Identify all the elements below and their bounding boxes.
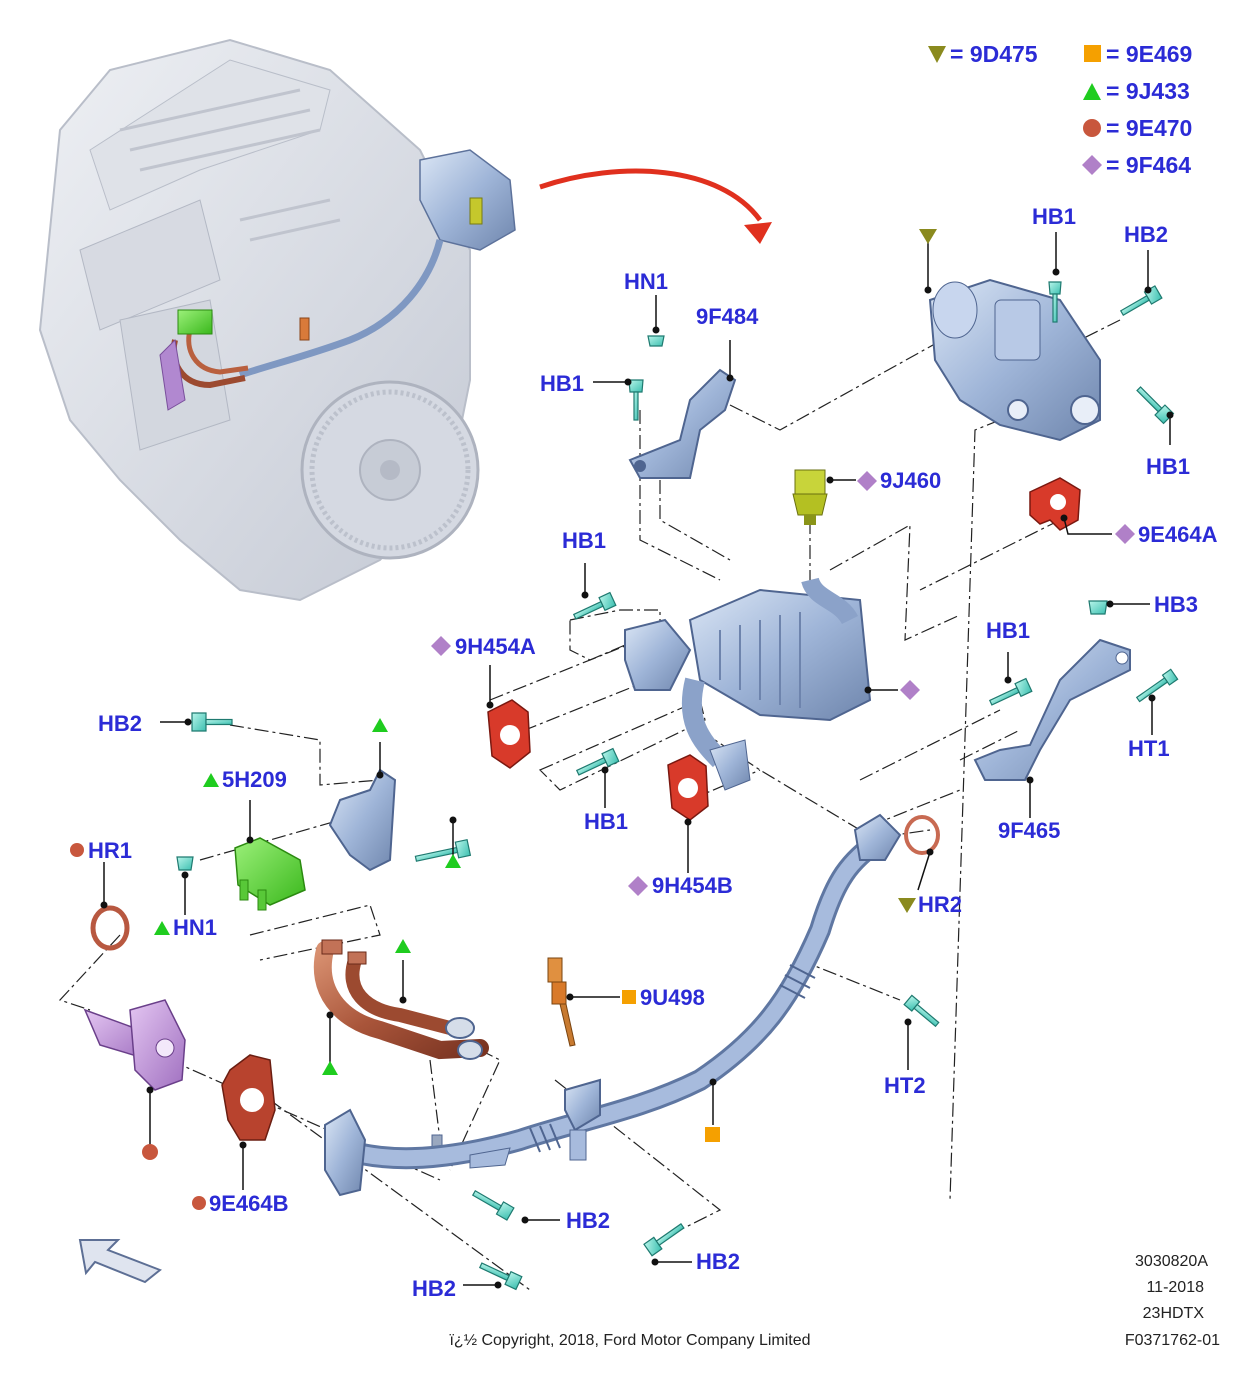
callout-9e464b: 9E464B (209, 1191, 289, 1216)
egr-valve-9d475 (928, 278, 1101, 442)
up-triangle-marker-4 (322, 1061, 338, 1075)
callout-hb1: HB1 (584, 809, 628, 834)
o-ring-hr2 (904, 815, 940, 855)
callout-hb1: HB1 (540, 371, 584, 396)
leader-dots (100, 268, 1174, 1289)
legend-item-9d475: = 9D475 (928, 41, 1038, 67)
square-marker (705, 1127, 720, 1142)
legend-item-9e470: = 9E470 (1083, 115, 1192, 141)
callout-labels: HB1 HB2 HN1 9F484 HB1 HB1 9J460 9E464A H… (70, 204, 1218, 1301)
sensor-9u498 (547, 957, 576, 1047)
callout-hb2: HB2 (412, 1276, 456, 1301)
callout-5h209: 5H209 (222, 767, 287, 792)
callout-hn1: HN1 (173, 915, 217, 940)
circle-marker (142, 1144, 158, 1160)
callout-hb2: HB2 (98, 711, 142, 736)
legend-text: = 9J433 (1106, 78, 1190, 104)
callout-hb1: HB1 (986, 618, 1030, 643)
front-view-arrow-icon (78, 1239, 162, 1284)
callout-hb3: HB3 (1154, 592, 1198, 617)
marker-symbols (142, 229, 937, 1160)
callout-hb1: HB1 (1146, 454, 1190, 479)
callout-9u498: 9U498 (640, 985, 705, 1010)
callout-9e464a: 9E464A (1138, 522, 1218, 547)
footer-info: 3030820A 11-2018 23HDTX F0371762-01 ï¿½ … (449, 1253, 1220, 1349)
callout-hb2: HB2 (1124, 222, 1168, 247)
legend-text: = 9E469 (1106, 41, 1192, 67)
fasteners (176, 281, 1179, 1291)
leader-lines (103, 232, 1171, 1286)
bracket-9f484 (628, 368, 737, 479)
callout-9j460: 9J460 (880, 468, 941, 493)
callout-hb1: HB1 (1032, 204, 1076, 229)
diamond-marker (900, 680, 920, 700)
egr-tube (324, 813, 902, 1197)
copyright-notice: ï¿½ Copyright, 2018, Ford Motor Company … (449, 1332, 810, 1349)
engine-code: 23HDTX (1143, 1305, 1205, 1322)
gasket-9e464b (221, 1054, 276, 1141)
bracket-5h209-mount (328, 768, 397, 872)
gasket-9h454a (487, 699, 531, 769)
callout-hr1: HR1 (88, 838, 132, 863)
up-triangle-marker-1 (372, 718, 388, 732)
bracket-9f465 (973, 638, 1131, 781)
up-triangle-marker-2 (445, 854, 461, 868)
legend-text: = 9E470 (1106, 115, 1192, 141)
direction-arrow (539, 168, 772, 244)
sensor-9j460 (792, 469, 828, 525)
illustration-date: 11-2018 (1146, 1279, 1204, 1296)
legend-text: = 9D475 (950, 41, 1038, 67)
legend: = 9D475 = 9E469 = 9J433 = 9E470 = 9F464 (928, 41, 1192, 178)
o-ring-hr1 (90, 905, 130, 951)
sensor-5h209 (234, 837, 306, 911)
callout-9h454a: 9H454A (455, 634, 536, 659)
callout-hb2: HB2 (696, 1249, 740, 1274)
callout-hb1: HB1 (562, 528, 606, 553)
reference-number: F0371762-01 (1125, 1332, 1220, 1349)
egr-cooler (624, 576, 872, 791)
callout-9f465: 9F465 (998, 818, 1060, 843)
legend-item-9j433: = 9J433 (1083, 78, 1190, 104)
callout-ht1: HT1 (1128, 736, 1170, 761)
callout-hb2: HB2 (566, 1208, 610, 1233)
callout-9f484: 9F484 (696, 304, 759, 329)
callout-ht2: HT2 (884, 1073, 926, 1098)
gasket-9e464a (1029, 477, 1081, 531)
legend-item-9e469: = 9E469 (1084, 41, 1192, 67)
callout-hn1: HN1 (624, 269, 668, 294)
legend-item-9f464: = 9F464 (1082, 152, 1191, 178)
illustration-code: 3030820A (1135, 1253, 1208, 1270)
copper-hoses (313, 939, 489, 1150)
engine-overview-illustration (38, 38, 516, 602)
gasket-9h454b (667, 754, 709, 821)
legend-text: = 9F464 (1106, 152, 1191, 178)
purple-flange-tube (83, 999, 186, 1091)
callout-hr2: HR2 (918, 892, 962, 917)
up-triangle-marker-3 (395, 939, 411, 953)
down-triangle-marker-valve (919, 229, 937, 244)
callout-9h454b: 9H454B (652, 873, 733, 898)
